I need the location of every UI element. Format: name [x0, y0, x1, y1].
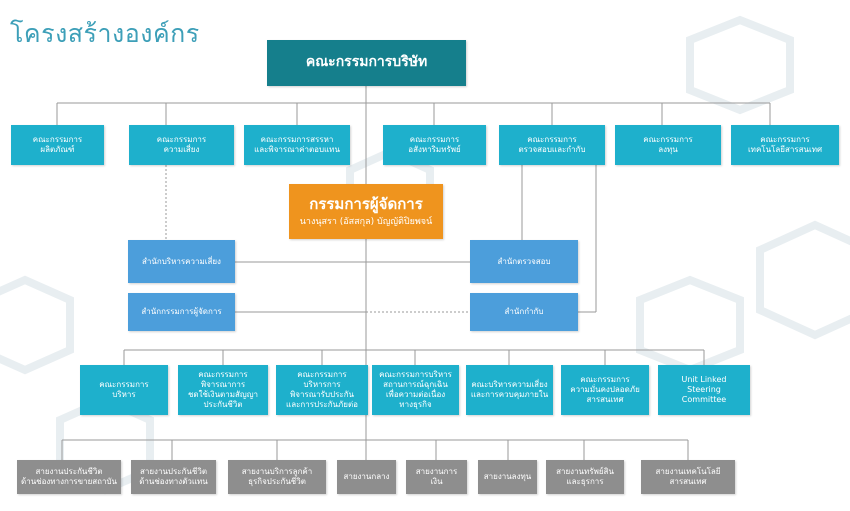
office-audit-node: สำนักตรวจสอบ: [470, 240, 578, 283]
office-ceo-node: สำนักกรรมการผู้จัดการ: [128, 293, 235, 331]
page-title: โครงสร้างองค์กร: [10, 19, 200, 48]
committee-risk-node: คณะกรรมการ ความเสี่ยง: [129, 125, 234, 165]
division-agency-node: สายงานประกันชีวิต ด้านช่องทางตัวแทน: [131, 460, 216, 494]
committee-business-continuity-node: คณะกรรมการบริหาร สถานการณ์ฉุกเฉิน เพื่อค…: [372, 365, 459, 415]
division-property-admin-node: สายงานทรัพย์สิน และธุรการ: [546, 460, 624, 494]
ceo-title: กรรมการผู้จัดการ: [309, 195, 423, 213]
committee-underwriting-reinsurance-node: คณะกรรมการ บริหารการ พิจารณารับประกัน แล…: [276, 365, 368, 415]
committee-information-security-node: คณะกรรมการ ความมั่นคงปลอดภัย สารสนเทศ: [561, 365, 649, 415]
division-central-node: สายงานกลาง: [337, 460, 396, 494]
ceo-name: นางนุสรา (อัสสกุล) บัญญัติปิยพจน์: [299, 216, 433, 227]
division-customer-service-node: สายงานบริการลูกค้า ธุรกิจประกันชีวิต: [228, 460, 326, 494]
committee-it-node: คณะกรรมการ เทคโนโลยีสารสนเทศ: [731, 125, 839, 165]
division-it-node: สายงานเทคโนโลยี สารสนเทศ: [641, 460, 735, 494]
committee-executive-node: คณะกรรมการ บริหาร: [80, 365, 168, 415]
committee-real-estate-node: คณะกรรมการ อสังหาริมทรัพย์: [383, 125, 486, 165]
committee-claims-node: คณะกรรมการ พิจารณาการ ชดใช้เงินตามสัญญา …: [178, 365, 268, 415]
office-compliance-node: สำนักกำกับ: [470, 293, 578, 331]
board-of-directors-node: คณะกรรมการบริษัท: [267, 40, 466, 86]
committee-risk-internal-control-node: คณะบริหารความเสี่ยง และการควบคุมภายใน: [466, 365, 553, 415]
committee-nomination-remuneration-node: คณะกรรมการสรรหา และพิจารณาค่าตอบแทน: [244, 125, 350, 165]
committee-products-node: คณะกรรมการ ผลิตภัณฑ์: [11, 125, 104, 165]
committee-unit-linked-node: Unit Linked Steering Committee: [658, 365, 750, 415]
office-risk-management-node: สำนักบริหารความเสี่ยง: [128, 240, 235, 283]
division-finance-node: สายงานการเงิน: [406, 460, 467, 494]
division-institutional-sales-node: สายงานประกันชีวิต ด้านช่องทางการขายสถาบั…: [17, 460, 121, 494]
ceo-node: กรรมการผู้จัดการ นางนุสรา (อัสสกุล) บัญญ…: [289, 184, 443, 239]
committee-investment-node: คณะกรรมการ ลงทุน: [615, 125, 721, 165]
division-investment-node: สายงานลงทุน: [478, 460, 537, 494]
committee-audit-compliance-node: คณะกรรมการ ตรวจสอบและกำกับ: [499, 125, 605, 165]
